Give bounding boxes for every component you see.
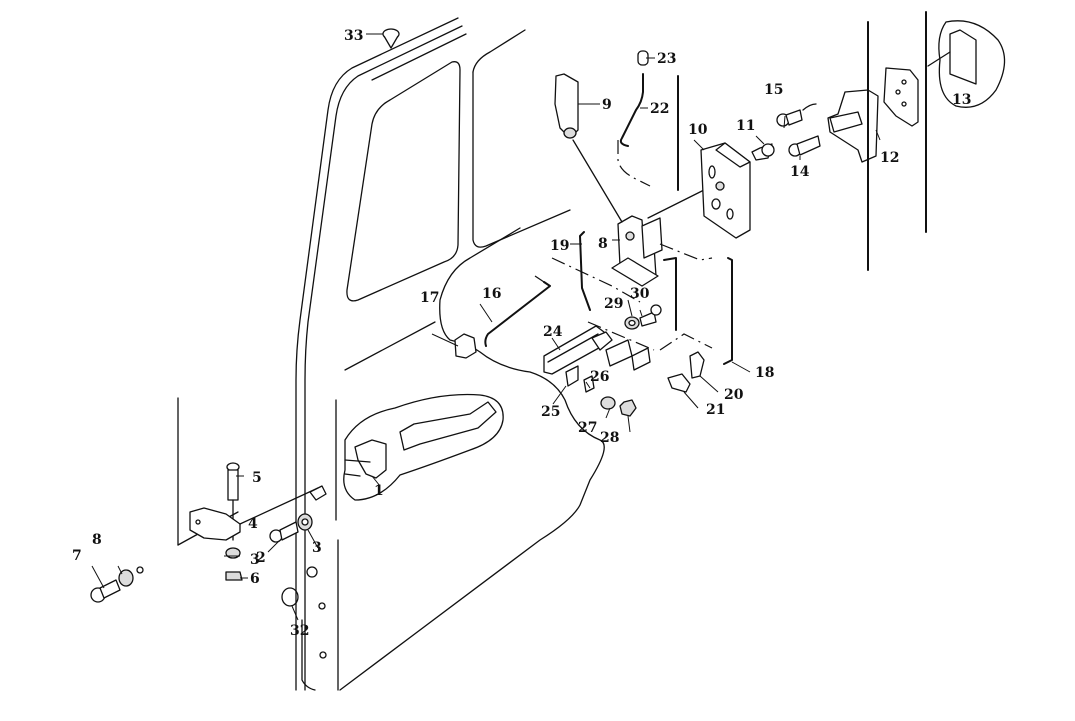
callout-8: 8 bbox=[92, 532, 102, 548]
callout-10: 9 bbox=[602, 97, 612, 113]
part-17-rod bbox=[484, 275, 551, 347]
part-7-bolt bbox=[90, 579, 121, 603]
callout-12: 11 bbox=[736, 118, 755, 134]
callout-9: 8 bbox=[598, 236, 608, 252]
part-18-clip bbox=[454, 333, 477, 359]
callout-18: 17 bbox=[420, 290, 439, 306]
callout-2: 2 bbox=[256, 550, 266, 566]
callout-22: 21 bbox=[706, 402, 725, 418]
callout-30: 29 bbox=[604, 296, 623, 312]
callout-23: 22 bbox=[650, 101, 669, 117]
part-16-bolt bbox=[776, 103, 817, 127]
part-11-striker bbox=[700, 142, 751, 239]
part-19-rod bbox=[723, 257, 733, 365]
part-10-bracket bbox=[554, 73, 579, 139]
part-21-lever bbox=[689, 351, 705, 379]
callout-20: 19 bbox=[550, 238, 569, 254]
callout-28: 27 bbox=[578, 420, 597, 436]
callout-16: 15 bbox=[764, 82, 783, 98]
part-28-washer bbox=[600, 396, 616, 410]
callout-11: 10 bbox=[688, 122, 708, 138]
callout-29: 28 bbox=[600, 430, 619, 446]
part-9-door-lock bbox=[611, 215, 663, 287]
part-22-lever bbox=[667, 373, 691, 393]
part-14-bubble bbox=[927, 20, 1006, 108]
callout-33: 33 bbox=[344, 28, 363, 44]
callout-26: 25 bbox=[541, 404, 560, 420]
callout-7: 7 bbox=[72, 548, 82, 564]
callout-4: 4 bbox=[248, 516, 258, 532]
callout-19: 18 bbox=[755, 365, 774, 381]
callout-15: 14 bbox=[790, 164, 810, 180]
part-27-clip bbox=[583, 375, 595, 393]
callout-1: 1 bbox=[374, 483, 384, 499]
callout-32: 32 bbox=[290, 623, 309, 639]
part-31-bolt bbox=[639, 304, 662, 327]
part-13-hinge bbox=[827, 89, 879, 163]
part-33-plug bbox=[382, 28, 400, 49]
callouts: 33 23 9 22 10 11 15 14 12 13 19 8 17 16 … bbox=[72, 28, 971, 639]
part-15-bolt bbox=[788, 135, 821, 157]
callout-25: 24 bbox=[543, 324, 563, 340]
callout-17: 16 bbox=[482, 286, 501, 302]
callout-31: 30 bbox=[630, 286, 650, 302]
part-30-washer bbox=[624, 316, 640, 330]
door-outline bbox=[177, 17, 605, 691]
leader-lines bbox=[91, 33, 881, 621]
callout-14: 13 bbox=[952, 92, 971, 108]
part-26-bracket bbox=[565, 365, 579, 387]
part-6-nut bbox=[225, 571, 243, 581]
callout-5: 5 bbox=[252, 470, 262, 486]
part-12-bolt bbox=[751, 143, 775, 161]
callout-6: 6 bbox=[250, 571, 260, 587]
part-3-washer-b bbox=[297, 513, 313, 531]
part-29-nut bbox=[619, 399, 637, 417]
part-1-outer-handle bbox=[344, 401, 497, 479]
part-23-rod bbox=[619, 73, 644, 147]
callout-3-bolt: 3 bbox=[312, 540, 322, 556]
part-8-washer bbox=[118, 566, 144, 587]
part-32-grommet bbox=[281, 587, 299, 607]
callout-21: 20 bbox=[724, 387, 744, 403]
callout-27: 26 bbox=[590, 369, 609, 385]
part-4-hinge bbox=[189, 485, 327, 541]
callout-13: 12 bbox=[880, 150, 899, 166]
bracket-plate bbox=[605, 339, 651, 371]
callout-3-hinge: 3 bbox=[250, 552, 260, 568]
callout-24: 23 bbox=[657, 51, 676, 67]
part-25-inner-handle bbox=[543, 325, 613, 375]
hinge-mount-plate bbox=[883, 67, 919, 127]
part-2-bolt bbox=[269, 521, 299, 543]
part-20-rod bbox=[579, 231, 591, 311]
